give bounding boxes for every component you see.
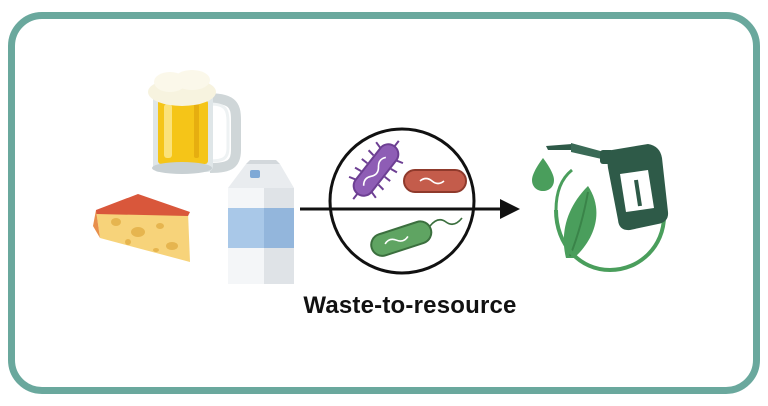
fuel-nozzle-icon <box>546 143 669 231</box>
red-bacterium-icon <box>403 169 467 193</box>
milk-carton-icon <box>228 160 294 284</box>
fuel-drop-icon <box>532 158 554 191</box>
cheese-icon <box>93 194 190 262</box>
microbe-circle <box>328 127 476 275</box>
leaf-icon <box>554 168 666 273</box>
process-arrow <box>300 199 520 219</box>
green-bacterium-icon <box>370 217 463 257</box>
beer-mug-icon <box>148 70 241 174</box>
purple-bacterium-icon <box>348 140 404 200</box>
caption-title: Waste-to-resource <box>303 292 517 319</box>
